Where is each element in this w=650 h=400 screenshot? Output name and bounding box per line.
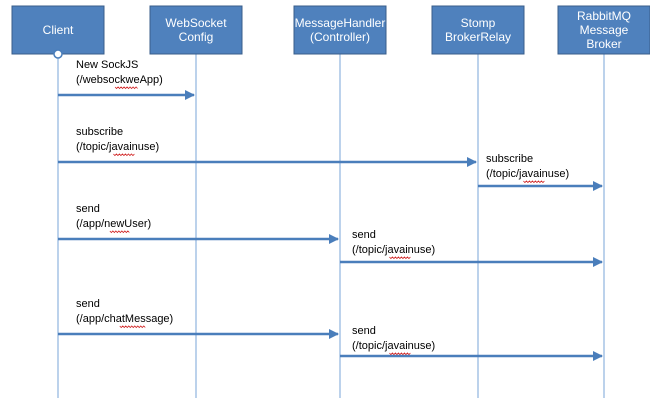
actor-box-client — [11, 5, 105, 55]
actor-label: Broker — [586, 37, 621, 51]
actor-label: (Controller) — [310, 30, 370, 44]
message-label: subscribe — [486, 153, 533, 165]
actor-label: Message — [580, 23, 629, 37]
message-4: send (/topic/javainuse) — [340, 229, 603, 267]
actor-label: Config — [179, 30, 214, 44]
message-3: send (/app/newUser) — [58, 203, 339, 244]
message-label: (/app/chatMessage) — [76, 313, 173, 325]
message-2: subscribe (/topic/javainuse) — [478, 153, 603, 191]
actor-label: WebSocket — [165, 16, 227, 30]
message-label: send — [352, 325, 376, 337]
spellcheck-underline — [523, 180, 545, 184]
message-label: (/topic/javainuse) — [76, 141, 159, 153]
message-label: (/topic/javainuse) — [486, 168, 569, 180]
message-label: New SockJS — [76, 59, 138, 71]
message-label: send — [76, 203, 100, 215]
message-label: send — [76, 298, 100, 310]
message-label: (/topic/javainuse) — [352, 244, 435, 256]
spellcheck-underline — [119, 325, 146, 329]
spellcheck-underline — [114, 86, 138, 90]
message-0: New SockJS (/websockweApp) — [58, 59, 195, 100]
spellcheck-underline — [113, 153, 135, 157]
message-label: (/app/newUser) — [76, 218, 151, 230]
message-1: subscribe (/topic/javainuse) — [58, 126, 477, 167]
actor-label: Stomp — [461, 16, 496, 30]
message-label: (/websockweApp) — [76, 74, 163, 86]
message-label: subscribe — [76, 126, 123, 138]
actor-box-stomp-broker-relay — [431, 5, 525, 55]
actor-label: MessageHandler — [295, 16, 386, 30]
actor-box-websocket-config — [149, 5, 243, 55]
actor-label: BrokerRelay — [445, 30, 511, 44]
actor-label: RabbitMQ — [577, 9, 631, 23]
message-6: send (/topic/javainuse) — [340, 325, 603, 361]
actor-message-handler: MessageHandler(Controller) — [293, 5, 387, 55]
actor-client: Client — [11, 5, 105, 55]
actor-box-rabbitmq-broker — [557, 5, 650, 55]
client-start-marker — [53, 49, 63, 59]
message-5: send (/app/chatMessage) — [58, 298, 339, 339]
spellcheck-underline — [389, 256, 411, 260]
spellcheck-underline — [389, 352, 411, 356]
actor-box-message-handler — [293, 5, 387, 55]
spellcheck-underline — [109, 230, 130, 234]
message-label: (/topic/javainuse) — [352, 340, 435, 352]
message-label: send — [352, 229, 376, 241]
actor-label: Client — [43, 23, 74, 37]
